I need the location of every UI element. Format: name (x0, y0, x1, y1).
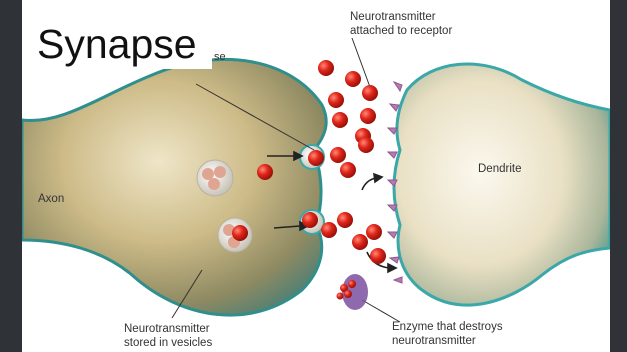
left-border (0, 0, 22, 352)
axon-terminal (22, 59, 326, 315)
label-vesicles-line2: stored in vesicles (124, 336, 212, 350)
label-vesicles-line1: Neurotransmitter (124, 322, 210, 336)
label-axon: Axon (38, 192, 64, 206)
page-title: Synapse (37, 20, 197, 68)
label-enzyme-line1: Enzyme that destroys (392, 320, 503, 334)
label-enzyme-line2: neurotransmitter (392, 334, 476, 348)
label-receptor-line2: attached to receptor (350, 24, 452, 38)
label-receptor-line1: Neurotransmitter (350, 10, 436, 24)
label-dendrite: Dendrite (478, 162, 521, 176)
title-tail-text: se (214, 50, 226, 64)
right-border (610, 0, 627, 352)
dendrite (394, 64, 610, 305)
